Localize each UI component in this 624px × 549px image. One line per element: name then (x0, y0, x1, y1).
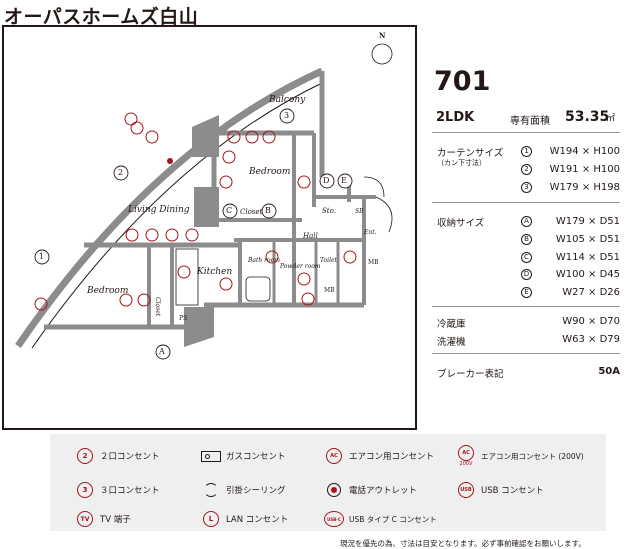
curtain-mark-1: 1 (521, 146, 532, 157)
legend: 2 ２口コンセント 3 ３口コンセント TV TV 端子 ガスコンセント 引掛シ… (50, 434, 606, 531)
storage-mark-d: D (521, 269, 532, 280)
unit-layout: 2LDK (436, 110, 475, 125)
room-bedroom-west: Bedroom (87, 286, 129, 296)
legend-outlet-3-label: ３口コンセント (100, 486, 160, 496)
lan-icon: L (203, 511, 219, 527)
breaker-value: 50A (598, 366, 620, 377)
legend-lan-label: LAN コンセント (226, 515, 289, 525)
marker-d: D (323, 176, 330, 185)
legend-tv: TV TV 端子 (74, 507, 131, 531)
breaker-label: ブレーカー表記 (437, 369, 504, 380)
area-value: 53.35 (565, 109, 610, 125)
room-balcony: Balcony (269, 95, 306, 105)
storage-mark-e: E (521, 287, 532, 298)
fridge-label: 冷蔵庫 (437, 319, 466, 330)
legend-outlet-2-label: ２口コンセント (100, 452, 160, 462)
marker-3: 3 (284, 111, 290, 120)
ac-200v-icon: AC (458, 445, 474, 461)
room-storage: Sto. (322, 207, 336, 215)
legend-tv-label: TV 端子 (100, 515, 131, 525)
room-powder: Powder room (280, 263, 321, 270)
storage-mark-a: A (521, 216, 532, 227)
curtain-mark-3: 3 (521, 182, 532, 193)
curtain-mark-2: 2 (521, 164, 532, 175)
legend-gas-label: ガスコンセント (226, 452, 286, 462)
unit-number: 701 (434, 66, 491, 97)
room-bathroom: Bath room (248, 257, 280, 264)
legend-ac: AC エアコン用コンセント (323, 444, 434, 468)
room-toilet: Toilet (320, 257, 337, 264)
washer-label: 洗濯機 (437, 337, 466, 348)
room-hall: Hall (303, 232, 318, 240)
floor-plan: Balcony Bedroom Living Dining Closet Hal… (2, 25, 417, 430)
ac-200v-tag: 200V (459, 461, 473, 467)
outlet-3-icon: 3 (77, 482, 93, 498)
room-mb-2: MB (324, 287, 335, 294)
legend-ceiling: 引掛シーリング (200, 478, 286, 502)
legend-usb: USB USB コンセント (455, 478, 544, 502)
marker-c: C (226, 206, 233, 215)
storage-size-e: W27 × D26 (562, 287, 620, 298)
marker-a: A (159, 347, 165, 356)
legend-phone-label: 電話アウトレット (349, 486, 418, 496)
room-closet: Closet (240, 208, 263, 216)
divider (432, 306, 620, 307)
disclaimer-note: 現況を優先の為、寸法は目安となります。必ず事前確認をお願いします。 (340, 539, 586, 548)
legend-outlet-3: 3 ３口コンセント (74, 478, 160, 502)
legend-usbc: USB-C USB タイプ C コンセント (323, 507, 437, 531)
compass-north: N (379, 31, 386, 40)
fridge-size: W90 × D70 (562, 316, 620, 327)
tv-icon: TV (77, 511, 93, 527)
divider (432, 202, 620, 203)
ceiling-hook-icon (204, 483, 218, 497)
storage-size-c: W114 × D51 (555, 252, 620, 263)
room-shoe-box: SB (355, 208, 364, 215)
legend-ceiling-label: 引掛シーリング (226, 486, 286, 496)
room-ps: PS (179, 315, 188, 322)
floor-plan-drawing (15, 39, 393, 360)
outlet-2-icon: 2 (77, 448, 93, 464)
marker-e: E (341, 176, 347, 185)
curtain-size-1: W194 × H100 (549, 146, 620, 157)
room-kitchen: Kitchen (197, 267, 233, 277)
room-bedroom-north: Bedroom (249, 167, 291, 177)
marker-2: 2 (118, 168, 124, 177)
curtain-size-2: W191 × H100 (549, 164, 620, 175)
curtain-label: カーテンサイズ (437, 148, 504, 159)
legend-usbc-label: USB タイプ C コンセント (349, 514, 437, 524)
marker-b: B (265, 206, 271, 215)
legend-lan: L LAN コンセント (200, 507, 288, 531)
room-entrance: Ent. (364, 229, 377, 236)
room-mb-1: MB (368, 259, 379, 266)
legend-outlet-2: 2 ２口コンセント (74, 444, 160, 468)
curtain-sublabel: （カン下寸法） (437, 159, 486, 167)
marker-1: 1 (39, 252, 45, 261)
area-label: 専有面積 (510, 116, 550, 127)
washer-size: W63 × D79 (562, 334, 620, 345)
storage-size-d: W100 × D45 (555, 269, 620, 280)
legend-usb-label: USB コンセント (481, 486, 544, 496)
storage-size-a: W179 × D51 (555, 216, 620, 227)
phone-outlet-icon (327, 483, 341, 497)
curtain-size-3: W179 × H198 (549, 182, 620, 193)
ac-outlet-icon: AC (326, 448, 342, 464)
storage-mark-b: B (521, 234, 532, 245)
property-title: オーパスホームズ白山 (4, 6, 199, 28)
storage-label: 収納サイズ (437, 218, 485, 229)
gas-outlet-icon (201, 450, 221, 462)
usb-icon: USB (458, 482, 474, 498)
legend-ac-label: エアコン用コンセント (349, 452, 435, 462)
divider (432, 132, 620, 133)
divider (432, 353, 620, 354)
legend-ac-200v-label: エアコン用コンセント (200V) (481, 451, 584, 461)
room-closet-side: Closet (154, 297, 161, 317)
area-unit: ㎡ (606, 114, 616, 124)
usb-c-icon: USB-C (324, 511, 344, 527)
legend-gas: ガスコンセント (200, 444, 286, 468)
storage-mark-c: C (521, 252, 532, 263)
storage-size-b: W105 × D51 (555, 234, 620, 245)
legend-phone: 電話アウトレット (323, 478, 417, 502)
room-living-dining: Living Dining (128, 205, 190, 215)
